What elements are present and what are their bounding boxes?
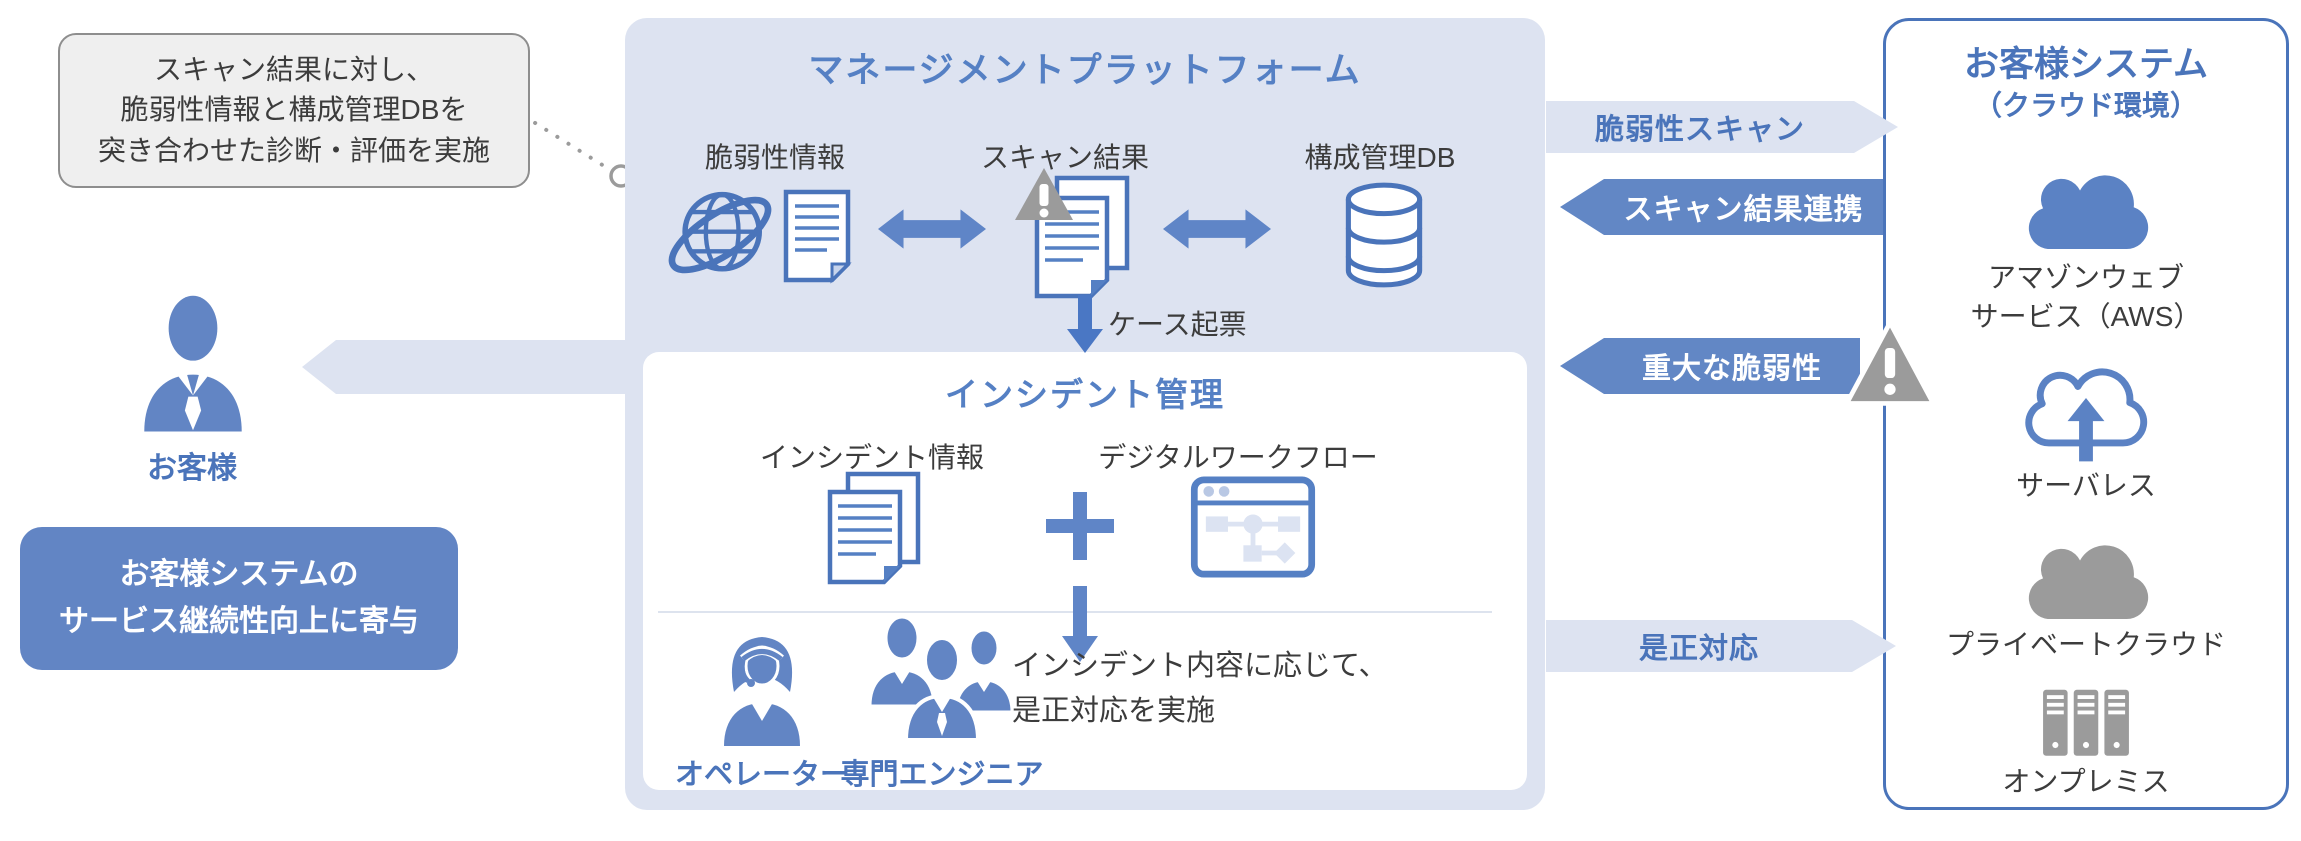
callout-bubble: スキャン結果に対し、 脆弱性情報と構成管理DBを 突き合わせた診断・評価を実施	[58, 33, 530, 188]
incident-docs-icon	[827, 471, 921, 585]
plus-icon	[1046, 492, 1114, 560]
warning-triangle-icon	[1844, 320, 1936, 406]
critical-vulnerability-arrow: 重大な脆弱性	[1560, 338, 1860, 394]
config-db-label: 構成管理DB	[1304, 142, 1456, 173]
customer-label: お客様	[147, 452, 237, 485]
assign-down-arrow-icon	[1062, 586, 1098, 662]
incident-info-label: インシデント情報	[759, 442, 984, 473]
globe-icon	[668, 191, 772, 274]
vuln-info-label: 脆弱性情報	[704, 142, 845, 173]
benefit-line-1: お客様システムの	[119, 558, 359, 591]
callout-line-1: スキャン結果に対し、	[153, 53, 434, 85]
operator-icon	[724, 637, 800, 746]
onpremise-label: オンプレミス	[2002, 766, 2170, 797]
private-cloud-label: プライベートクラウド	[1945, 629, 2226, 660]
digital-workflow-label: デジタルワークフロー	[1098, 442, 1378, 473]
aws-label-line-1: アマゾンウェブ	[1987, 262, 2184, 293]
critical-vulnerability-label: 重大な脆弱性	[1641, 353, 1822, 385]
benefit-line-2: サービス継続性向上に寄与	[59, 604, 419, 638]
engineer-label: 専門エンジニア	[840, 759, 1044, 791]
aws-label-line-2: サービス（AWS）	[1970, 301, 2202, 333]
left-right-arrow-icon	[1163, 209, 1271, 249]
callout-line-3: 突き合わせた診断・評価を実施	[97, 134, 490, 166]
config-db-icon	[1345, 182, 1423, 288]
remediation-arrow: 是正対応	[1546, 620, 1896, 672]
incident-note-line-2: 是正対応を実施	[1012, 694, 1216, 727]
serverless-cloud-icon	[2025, 368, 2148, 462]
remediation-label: 是正対応	[1638, 633, 1759, 665]
serverless-label: サーバレス	[2016, 470, 2156, 501]
incident-note: インシデント内容に応じて、 是正対応を実施	[1012, 644, 1482, 734]
customer-person-icon	[144, 295, 242, 432]
customer-system-title: お客様システム	[1964, 45, 2208, 84]
callout-line-2: 脆弱性情報と構成管理DBを	[120, 94, 468, 126]
digital-workflow-icon	[1190, 476, 1316, 578]
scan-result-link-arrow: スキャン結果連携	[1560, 179, 1883, 235]
scan-result-docs-icon	[1015, 168, 1130, 299]
private-cloud-icon	[2028, 545, 2149, 619]
onpremise-servers-icon	[2043, 689, 2129, 756]
left-right-arrow-icon	[878, 209, 986, 249]
scan-result-label: スキャン結果	[980, 142, 1149, 173]
incident-note-line-1: インシデント内容に応じて、	[1012, 650, 1388, 682]
case-label: ケース起票	[1108, 309, 1247, 340]
incident-title: インシデント管理	[945, 376, 1225, 413]
customer-system-subtitle: （クラウド環境）	[1973, 90, 2198, 121]
vulnerability-scan-label: 脆弱性スキャン	[1594, 114, 1805, 146]
benefit-box: お客様システムの サービス継続性向上に寄与	[20, 527, 458, 670]
scan-result-link-label: スキャン結果連携	[1623, 194, 1864, 226]
case-down-arrow-icon	[1067, 295, 1103, 353]
engineers-icon	[868, 615, 1014, 742]
aws-cloud-icon	[2028, 175, 2149, 249]
platform-title: マネージメントプラットフォーム	[808, 51, 1362, 90]
aws-label: アマゾンウェブ サービス（AWS）	[1893, 258, 2279, 336]
vuln-document-icon	[783, 189, 852, 284]
operator-label: オペレーター	[674, 759, 849, 791]
to-customer-arrow	[302, 340, 646, 394]
vulnerability-scan-arrow: 脆弱性スキャン	[1546, 101, 1898, 153]
